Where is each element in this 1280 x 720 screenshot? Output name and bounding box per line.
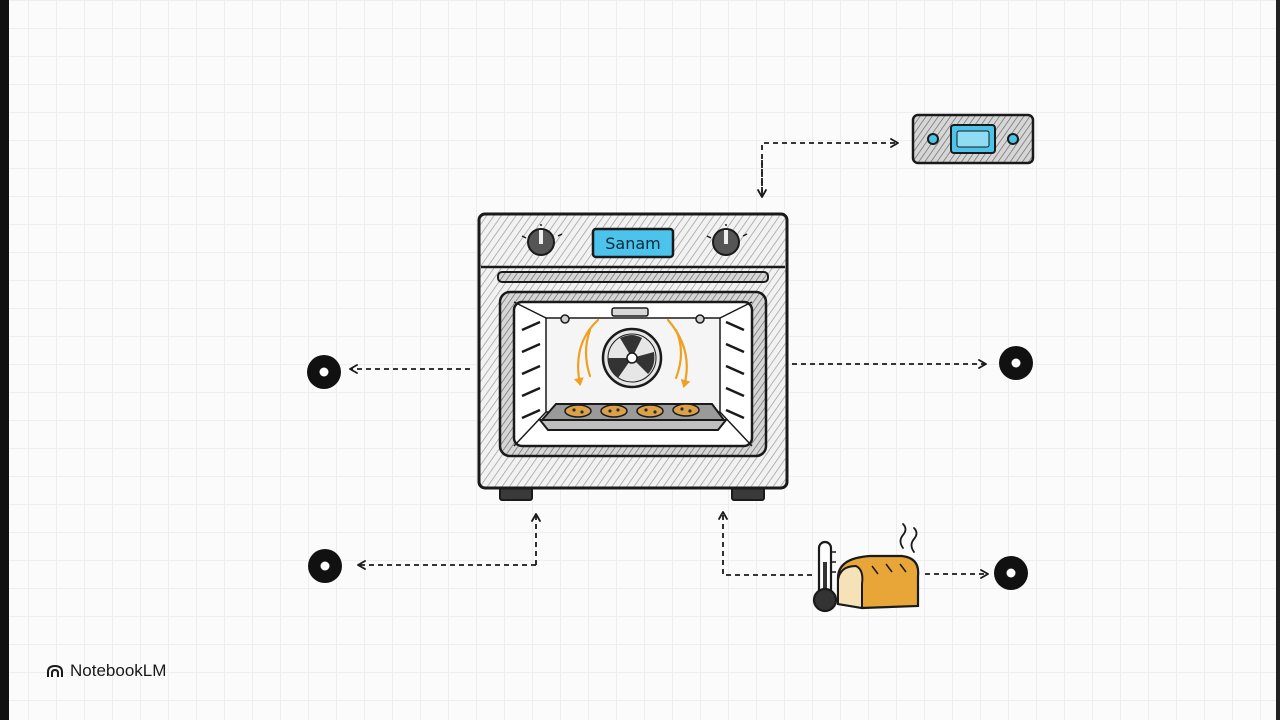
convection-fan-icon [601, 327, 663, 389]
arrow-up-from-bread [718, 511, 812, 576]
frame-edge [1276, 0, 1280, 720]
baking-tray [537, 403, 729, 431]
cookies [564, 403, 700, 418]
thermometer-icon [812, 540, 838, 613]
arrow-to-controller [761, 138, 899, 195]
digital-thermostat-icon [911, 113, 1035, 165]
oven-display-label: Sanam [605, 234, 661, 253]
target-dot-icon [994, 556, 1028, 590]
connector-arrows [349, 138, 989, 579]
oven-door-handle [497, 271, 769, 283]
oven-knob-right [706, 224, 748, 256]
oven-display [591, 227, 675, 259]
frame-edge [0, 0, 9, 720]
target-dot-icon [307, 355, 341, 389]
airflow-arrows [573, 318, 691, 388]
oven-illustration: Sanam [477, 212, 789, 501]
target-dot-icon [308, 549, 342, 583]
brand-watermark: NotebookLM [46, 660, 166, 682]
target-dot-icon [999, 346, 1033, 380]
notebooklm-logo-icon [47, 664, 63, 677]
brand-name: NotebookLM [70, 661, 167, 680]
bread-loaf-icon [836, 523, 920, 610]
oven-knob-left [521, 224, 563, 256]
